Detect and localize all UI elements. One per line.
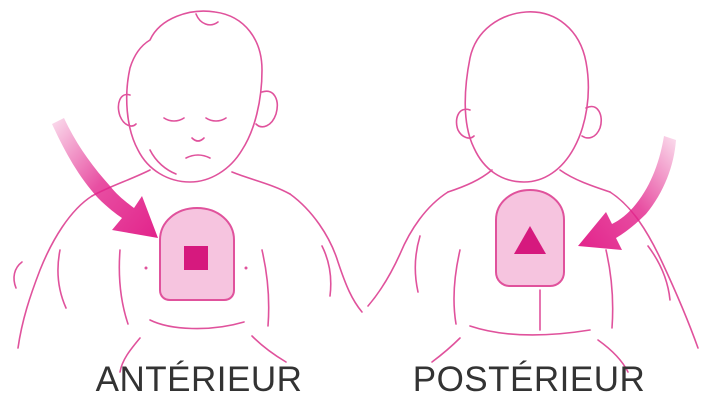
posterior-label: POSTÉRIEUR [404, 360, 654, 400]
anterior-label: ANTÉRIEUR [94, 360, 304, 400]
baby-front-illustration [14, 11, 362, 372]
square-icon [184, 246, 208, 270]
front-electrode-pad [160, 208, 234, 300]
back-placement-arrow [578, 136, 676, 250]
back-electrode-pad [496, 190, 564, 286]
